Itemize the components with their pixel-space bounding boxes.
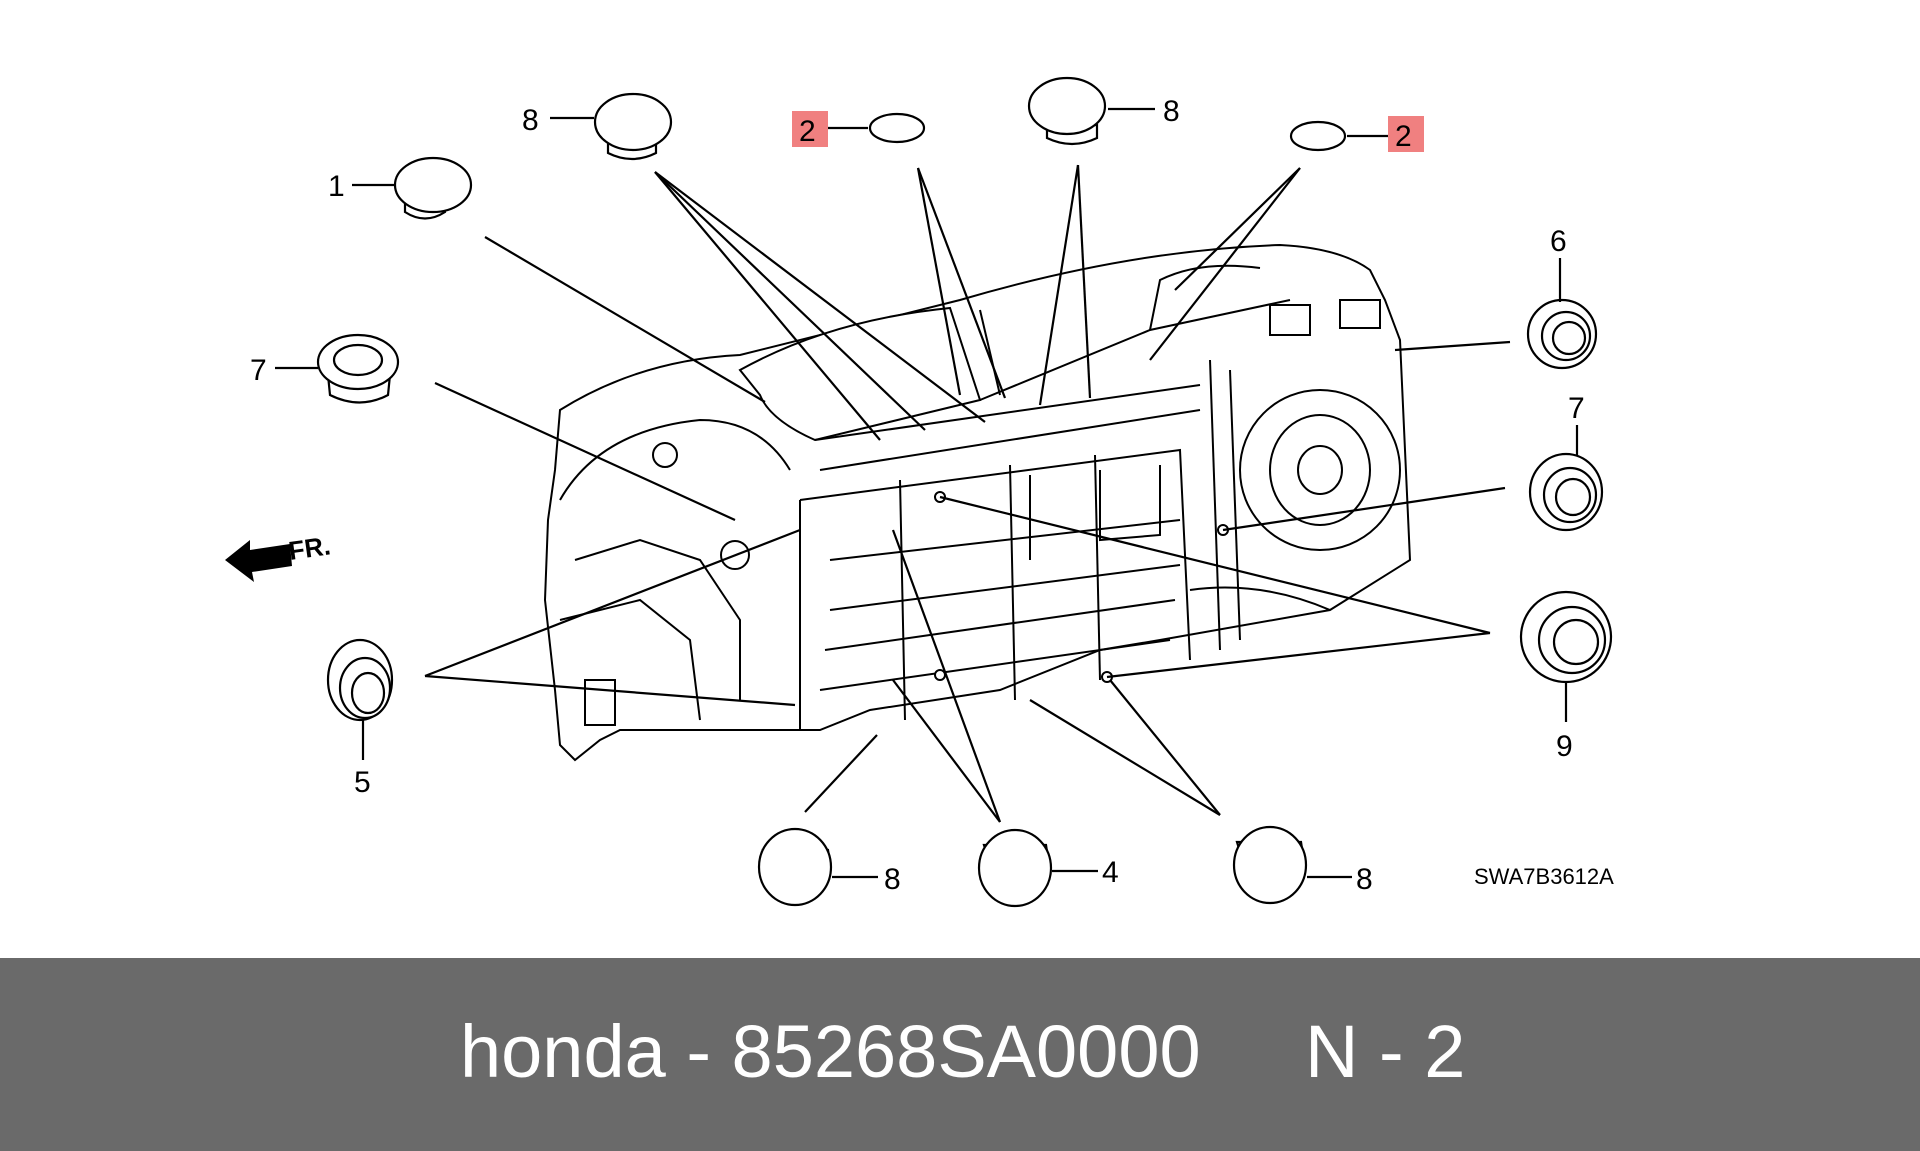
part-2-left-seal: 2 — [792, 111, 926, 148]
part-2-right-seal: 2 — [1289, 116, 1424, 153]
part-4-plug: 4 — [977, 828, 1119, 908]
direction-label: FR. — [287, 530, 333, 566]
highlight-badge — [792, 111, 828, 147]
callout-2a: 2 — [799, 115, 816, 148]
diagram-code: SWA7B3612A — [1474, 864, 1614, 889]
footer-bar — [0, 958, 1920, 1151]
part-5-grommet: 5 — [326, 638, 394, 799]
part-8-bottom-left-plug: 8 — [757, 827, 901, 907]
callout-7b: 7 — [1568, 392, 1585, 425]
callout-8c: 8 — [884, 863, 901, 896]
callout-8b: 8 — [1163, 95, 1180, 128]
part-7-right-grommet: 7 — [1528, 392, 1604, 532]
callout-2b: 2 — [1395, 120, 1412, 153]
part-8-top-right-plug: 8 — [1027, 76, 1180, 146]
callout-6: 6 — [1550, 225, 1567, 258]
callout-1: 1 — [328, 170, 345, 203]
parts-diagram: FR. — [225, 76, 1614, 908]
callout-7a: 7 — [250, 354, 267, 387]
footer-page-label: N - 2 — [1305, 1010, 1466, 1093]
part-9-grommet: 9 — [1519, 590, 1613, 763]
callout-4: 4 — [1102, 856, 1119, 889]
callout-9: 9 — [1556, 730, 1573, 763]
part-8-top-left-plug: 8 — [522, 92, 673, 161]
car-body-illustration — [543, 243, 1412, 762]
front-direction-arrow: FR. — [225, 530, 332, 582]
highlight-badge — [1388, 116, 1424, 152]
part-8-bottom-right-plug: 8 — [1232, 825, 1373, 905]
part-6-grommet: 6 — [1526, 225, 1598, 370]
part-7-left-grommet: 7 — [250, 333, 400, 404]
footer-part-number: honda - 85268SA0000 — [460, 1010, 1201, 1093]
callout-8d: 8 — [1356, 863, 1373, 896]
callout-8a: 8 — [522, 104, 539, 137]
leader-lines — [424, 164, 1511, 823]
part-1-plug: 1 — [328, 156, 473, 220]
callout-5: 5 — [354, 766, 371, 799]
